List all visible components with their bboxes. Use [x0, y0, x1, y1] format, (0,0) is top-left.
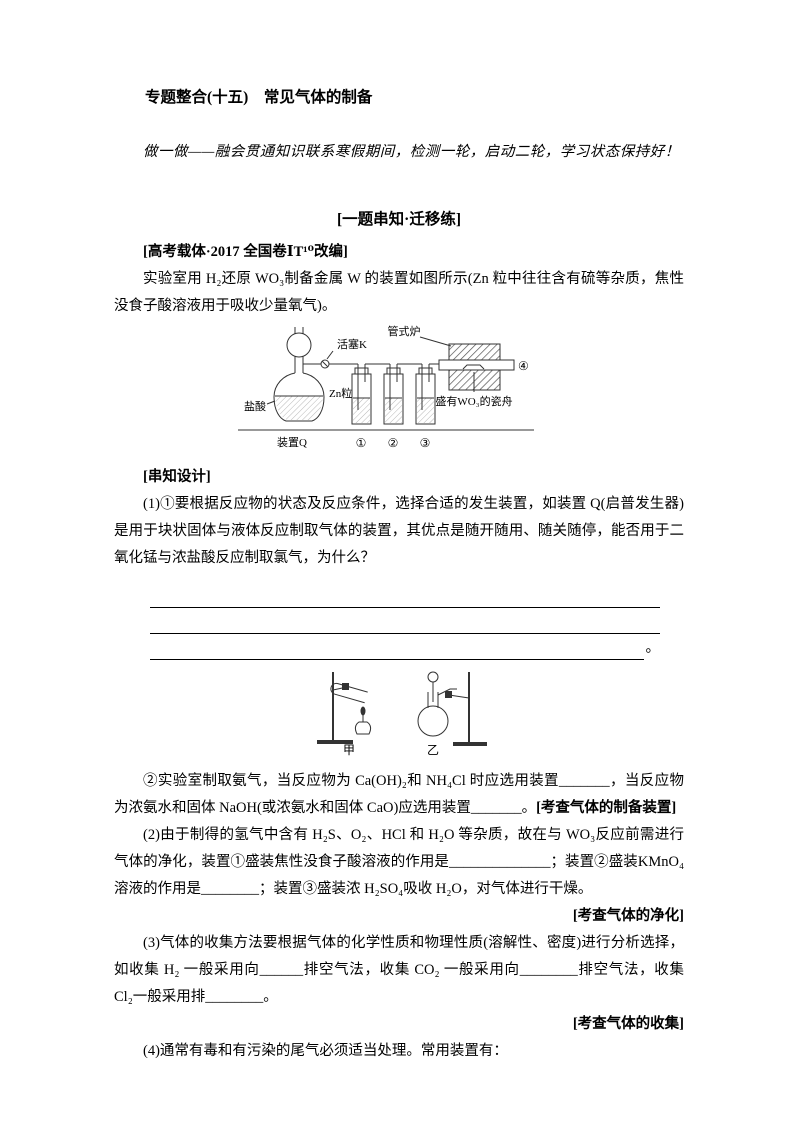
outlet-label: ④: [518, 359, 529, 373]
delivery-tube: [437, 688, 457, 696]
exam-tag-collection: [考查气体的收集]: [572, 1016, 684, 1032]
answer-line-1: [150, 582, 660, 608]
question-2: ②实验室制取氨气，当反应物为 Ca(OH)₂和 NH₄Cl 时应选用装置____…: [114, 768, 684, 822]
boat-label: 盛有WO₃的瓷舟: [435, 394, 512, 408]
bottle3-label: ③: [420, 436, 431, 450]
porcelain-boat: [462, 364, 485, 370]
page-title: 专题整合(十五) 常见气体的制备: [145, 89, 373, 106]
answer-line-3-rule: [150, 634, 644, 660]
wash-bottle-3: [415, 364, 436, 425]
wash-bottle-1: [351, 364, 372, 425]
acid-label: 盐酸: [244, 399, 266, 413]
apparatus-diagram: 活塞K Zn粒 盐酸 装置Q ① ② ③ ④ 管式炉 盛有WO₃的瓷舟: [114, 324, 684, 456]
zinc-label: Zn粒: [329, 386, 352, 400]
stopcock-label: 活塞K: [337, 337, 367, 351]
section-header: [一题串知·迁移练]: [337, 211, 461, 228]
question-3: (2)由于制得的氢气中含有 H₂S、O₂、HCl 和 H₂O 等杂质，故在与 W…: [114, 827, 684, 897]
intro-paragraph: 实验室用 H₂还原 WO₃制备金属 W 的装置如图所示(Zn 粒中往往含有硫等杂…: [114, 271, 684, 314]
alcohol-lamp: [354, 706, 372, 735]
apparatus-drawing: [238, 327, 534, 431]
worksheet-page: 专题整合(十五) 常见气体的制备 做一做——融会贯通知识联系寒假期间，检测一轮，…: [114, 89, 684, 1059]
answer-line-2: [150, 608, 660, 634]
gas-preparation-apparatus-svg: 活塞K Zn粒 盐酸 装置Q ① ② ③ ④ 管式炉 盛有WO₃的瓷舟: [238, 324, 534, 450]
furnace-label: 管式炉: [388, 324, 421, 338]
dropping-funnel: [427, 671, 439, 683]
answer-area: 。: [150, 582, 660, 660]
answer-line-3: 。: [150, 634, 660, 660]
flask-with-funnel-setup: [417, 671, 487, 746]
wash-bottle-2: [383, 364, 404, 425]
setup-jia-label: 甲: [343, 743, 355, 756]
tube-furnace: [419, 336, 515, 392]
kipp-generator: [266, 327, 358, 422]
answer-terminal-period: 。: [645, 640, 661, 656]
question-5: (4)通常有毒和有污染的尾气必须适当处理。常用装置有：: [143, 1043, 508, 1059]
setup-labels: 甲 乙: [343, 743, 439, 757]
test-tube: [330, 682, 368, 704]
generator-label: 装置Q: [277, 436, 307, 449]
bottle1-label: ①: [356, 436, 367, 450]
exam-tag-purification: [考查气体的净化]: [572, 908, 684, 924]
question-4: (3)气体的收集方法要根据气体的化学性质和物理性质(溶解性、密度)进行分析选择，…: [114, 935, 684, 1005]
question-2-text: ②实验室制取氨气，当反应物为 Ca(OH)₂和 NH₄Cl 时应选用装置____…: [114, 773, 684, 816]
generator-setups-svg: 甲 乙: [317, 671, 487, 757]
round-bottom-flask: [417, 705, 449, 737]
apparatus-labels: 活塞K Zn粒 盐酸 装置Q ① ② ③ ④ 管式炉 盛有WO₃的瓷舟: [244, 324, 529, 450]
generator-options-diagram: 甲 乙: [114, 664, 684, 757]
question-1: (1)①要根据反应物的状态及反应条件，选择合适的发生装置，如装置 Q(启普发生器…: [114, 496, 684, 566]
design-header: [串知设计]: [143, 469, 211, 485]
setup-yi-label: 乙: [427, 743, 439, 756]
bottle2-label: ②: [388, 436, 399, 450]
setups-drawing: [317, 671, 487, 746]
heating-test-tube-setup: [317, 672, 372, 744]
exam-tag-preparation: [考查气体的制备装置]: [536, 800, 677, 816]
source-tag: [高考载体·2017 全国卷ⅠT¹⁰改编]: [143, 244, 348, 260]
motto-line: 做一做——融会贯通知识联系寒假期间，检测一轮，启动二轮，学习状态保持好！: [143, 144, 680, 160]
